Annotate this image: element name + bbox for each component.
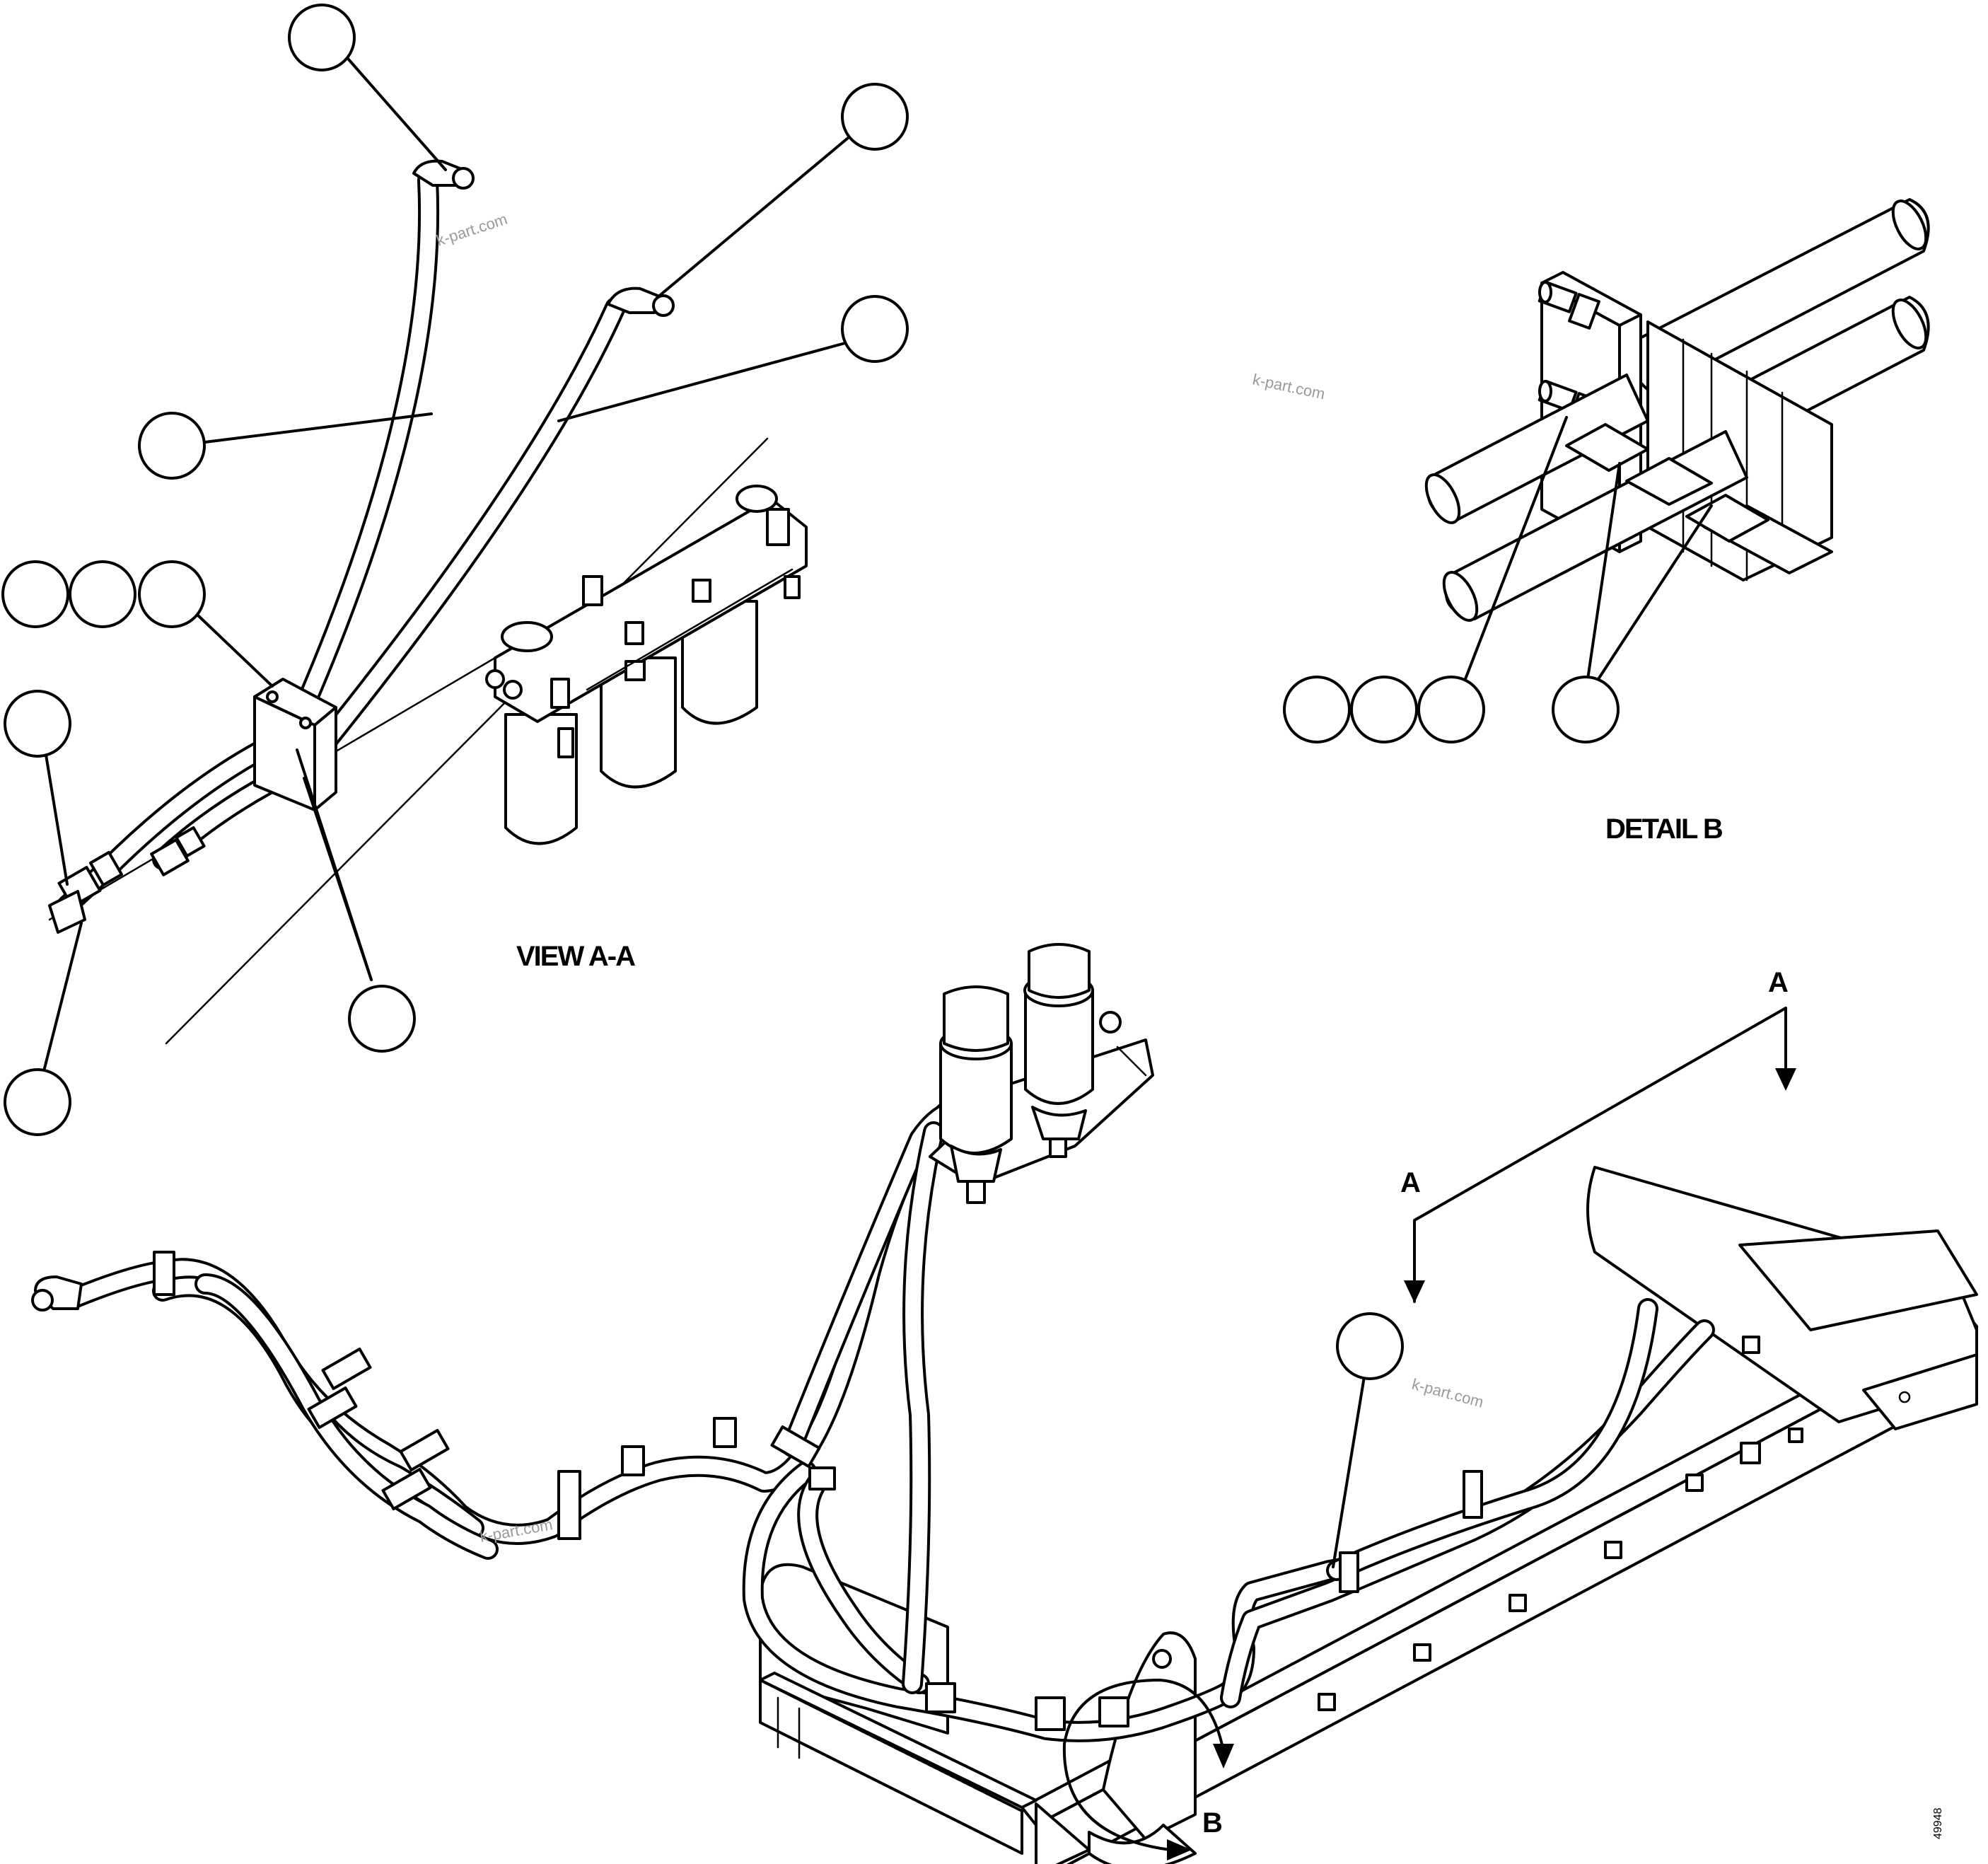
- hose-clamp: [925, 1682, 956, 1713]
- hose-clamp: [1035, 1696, 1066, 1731]
- callout-balloon: [4, 1068, 71, 1136]
- hose-clamp: [808, 1466, 836, 1490]
- callout-balloon: [348, 985, 416, 1053]
- detail-b-group: DETAIL B: [1283, 198, 1930, 845]
- main-assembly-group: A A B: [31, 943, 1978, 1864]
- callout-balloon: [1552, 676, 1620, 743]
- hose-main-run: [64, 1100, 1715, 1742]
- callout-balloon: [1, 560, 69, 628]
- leader-line: [1463, 416, 1568, 684]
- hose-clamp: [307, 1387, 358, 1429]
- detail-b-indicator: B: [1062, 1679, 1234, 1860]
- hose-lower-left: [57, 739, 272, 916]
- hose-clamp: [399, 1429, 450, 1471]
- stud-upper: [1537, 281, 1600, 330]
- callout-balloon: [138, 412, 206, 480]
- hose-clamp: [321, 1348, 372, 1390]
- section-a-left-label: A: [1400, 1167, 1421, 1198]
- hose-clamp: [381, 1468, 432, 1510]
- watermark: k-part.com: [1410, 1375, 1486, 1411]
- leader-line: [43, 922, 83, 1070]
- leader-line: [197, 614, 274, 688]
- callout-balloon: [288, 4, 356, 71]
- pipe-upper-front: [1424, 374, 1649, 524]
- callout-balloon: [1350, 676, 1418, 743]
- detail-b-marker-label: B: [1202, 1807, 1223, 1839]
- fuel-filter-assembly: [485, 485, 808, 845]
- quick-coupler-right: [150, 826, 206, 876]
- leader-line: [43, 745, 69, 886]
- hose-clamp: [557, 1470, 581, 1540]
- leader-line: [557, 342, 847, 422]
- hose-upper-right: [301, 297, 626, 771]
- hose-clamp: [713, 1417, 737, 1448]
- frame-rail-edge: [165, 437, 769, 1045]
- hose-upper-left: [279, 170, 440, 750]
- pipe-upper-back: [1629, 198, 1930, 394]
- callout-balloon: [69, 560, 136, 628]
- hose-clamp: [1339, 1551, 1359, 1593]
- section-aa-indicator: A A: [1400, 967, 1796, 1303]
- leader-line: [656, 133, 854, 299]
- leader-line: [1332, 1371, 1366, 1568]
- detail-b-label: DETAIL B: [1605, 814, 1723, 845]
- watermark: k-part.com: [434, 210, 510, 250]
- drawing-code: 49948: [1932, 1807, 1944, 1839]
- section-a-top-label: A: [1768, 967, 1789, 998]
- elbow-fitting-left: [31, 1275, 83, 1312]
- callout-balloon: [841, 295, 909, 363]
- hose-clamp: [153, 1251, 175, 1296]
- elbow-fitting-right: [607, 286, 675, 317]
- rail-fasteners: [1318, 1336, 1803, 1711]
- hose-clamp: [770, 1425, 821, 1468]
- leader-line: [1597, 504, 1713, 681]
- view-aa-group: VIEW A-A: [1, 4, 909, 1136]
- fuel-filter-pair: [929, 943, 1154, 1204]
- callout-balloon: [4, 690, 71, 758]
- elbow-fitting-upper: [412, 159, 475, 190]
- hose-clamp: [1098, 1696, 1129, 1727]
- leader-line: [1586, 462, 1621, 681]
- hose-clamp-block: [253, 678, 337, 811]
- watermark: k-part.com: [1251, 370, 1327, 403]
- callout-balloon: [138, 560, 206, 628]
- callout-balloon: [1283, 676, 1351, 743]
- quick-coupler-left: [48, 850, 123, 934]
- hose-clamp: [1463, 1470, 1483, 1519]
- leader-line: [303, 777, 373, 981]
- callout-balloon: [1417, 676, 1485, 743]
- leader-line: [204, 412, 433, 444]
- view-aa-label: VIEW A-A: [516, 941, 635, 972]
- hose-clamp: [621, 1445, 645, 1476]
- callout-balloon: [841, 83, 909, 151]
- clamp-pad: [1565, 423, 1769, 543]
- leader-line: [342, 52, 447, 171]
- callout-balloon: [1336, 1312, 1404, 1380]
